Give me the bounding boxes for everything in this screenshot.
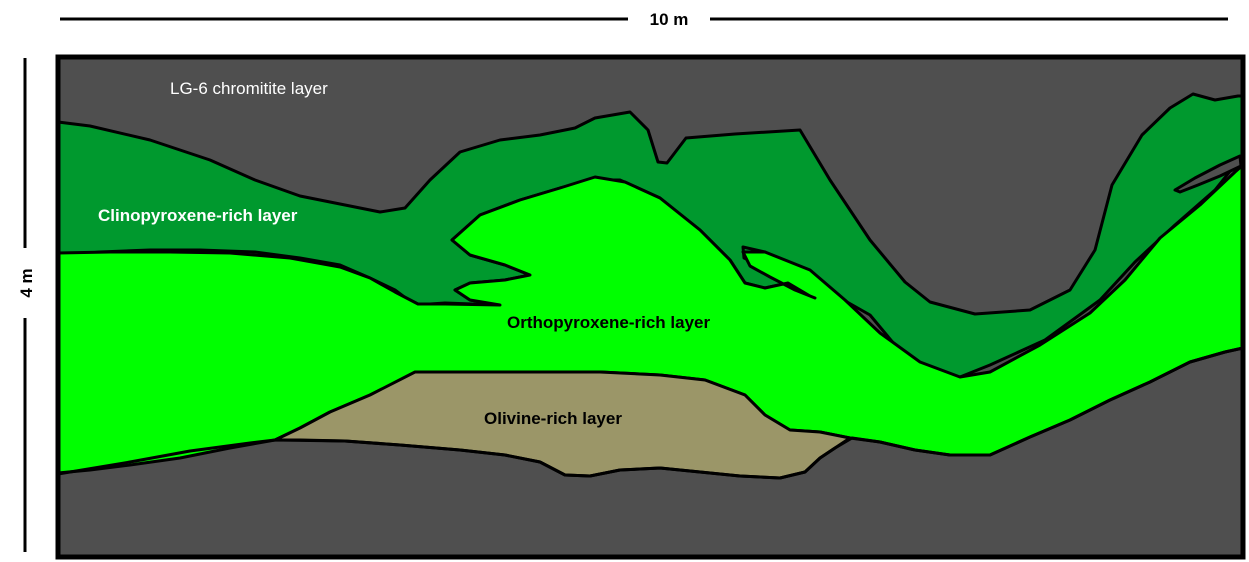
olivine-layer-label: Olivine-rich layer: [484, 409, 622, 428]
cross-section-panel: [58, 57, 1243, 557]
vertical-scale-bar: 4 m: [17, 58, 36, 552]
horizontal-scale-label: 10 m: [650, 10, 689, 29]
vertical-scale-label: 4 m: [17, 268, 36, 297]
chromitite-layer-label: LG-6 chromitite layer: [170, 79, 328, 98]
orthopyroxene-layer-label: Orthopyroxene-rich layer: [507, 313, 711, 332]
clinopyroxene-layer-label: Clinopyroxene-rich layer: [98, 206, 298, 225]
horizontal-scale-bar: 10 m: [60, 10, 1228, 29]
